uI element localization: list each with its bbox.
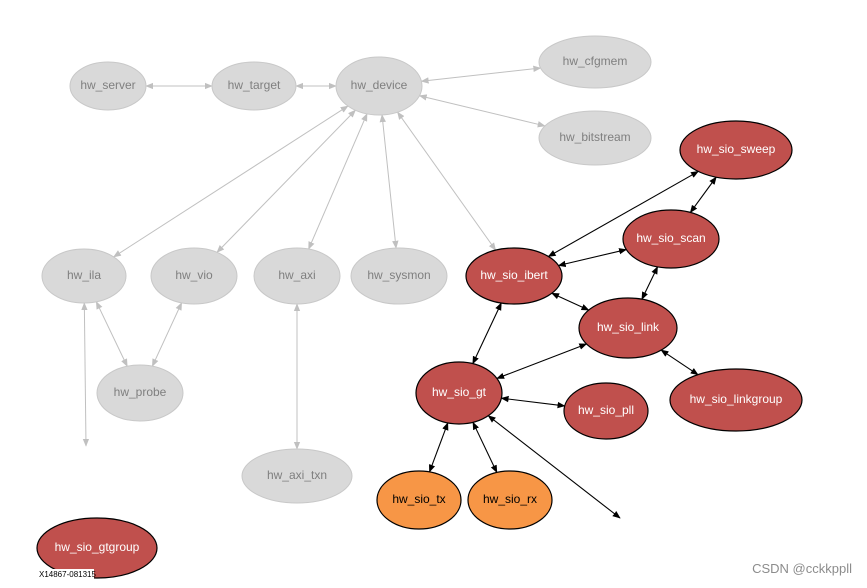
node-label: hw_probe — [114, 385, 167, 399]
node-label: hw_sio_linkgroup — [690, 392, 783, 406]
node-shape — [69, 61, 147, 111]
edge-hw-device-to-hw-cfgmem — [420, 65, 542, 84]
edge-hw-sio-ibert-to-hw-sio-gt — [472, 302, 502, 365]
nodes-layer: hw_server hw_target hw_device hw_cfgmem hw_b… — [36, 35, 803, 579]
edges-layer — [81, 65, 717, 519]
node-label: hw_axi — [278, 268, 315, 282]
node-shape — [211, 61, 297, 111]
node-hw-sio-linkgroup: hw_sio_linkgroup — [669, 368, 803, 432]
edge-hw-sio-ibert-to-hw-sio-scan — [557, 248, 628, 267]
node-shape — [622, 209, 720, 269]
node-label: hw_sio_sweep — [697, 142, 776, 156]
edge-hw-sio-link-to-hw-sio-linkgroup — [660, 349, 699, 376]
node-shape — [669, 368, 803, 432]
node-hw-sio-rx: hw_sio_rx — [467, 470, 553, 530]
node-shape — [241, 448, 353, 504]
node-hw-sio-pll: hw_sio_pll — [563, 382, 649, 440]
node-hw-sio-tx: hw_sio_tx — [376, 470, 462, 530]
node-hw-sio-gt: hw_sio_gt — [415, 361, 503, 425]
node-hw-sio-sweep: hw_sio_sweep — [679, 120, 793, 180]
edge-hw-sio-ibert-to-hw-sio-link — [551, 292, 590, 311]
edge-hw-sio-scan-to-hw-sio-link — [641, 266, 659, 300]
edge-hw-device-to-hw-axi — [308, 113, 368, 250]
node-shape — [150, 247, 238, 305]
node-label: hw_device — [351, 78, 408, 92]
node-label: hw_sio_link — [597, 320, 660, 334]
node-label: hw_sio_rx — [483, 492, 537, 506]
edge-hw-ila-to-hw-probe — [95, 301, 128, 367]
node-shape — [415, 361, 503, 425]
node-shape — [350, 247, 448, 305]
node-hw-device: hw_device — [335, 56, 423, 116]
edge-hw-sio-sweep-to-hw-sio-scan — [689, 176, 717, 214]
edge-hw-device-to-hw-sysmon — [379, 114, 399, 249]
edge-hw-device-to-hw-bitstream — [418, 94, 546, 128]
node-label: hw_target — [228, 78, 281, 92]
node-shape — [538, 110, 652, 166]
node-hw-axi-txn: hw_axi_txn — [241, 448, 353, 504]
edge-hw-sio-gt-to-gt-stub — [487, 415, 621, 519]
edge-hw-sio-gt-to-hw-sio-tx — [428, 422, 449, 473]
figure-code-bg — [37, 569, 94, 579]
edge-hw-ila-to-ila-stub — [81, 302, 90, 447]
node-hw-sio-link: hw_sio_link — [578, 297, 678, 359]
node-shape — [538, 35, 652, 89]
node-label: hw_sysmon — [367, 268, 430, 282]
node-hw-axi: hw_axi — [253, 247, 341, 305]
edge-hw-device-to-hw-vio — [216, 109, 356, 253]
edge-hw-device-to-hw-ila — [112, 105, 349, 258]
node-shape — [376, 470, 462, 530]
node-label: hw_sio_scan — [636, 231, 705, 245]
edge-hw-sio-gt-to-hw-sio-rx — [472, 421, 498, 474]
node-hw-target: hw_target — [211, 61, 297, 111]
node-shape — [335, 56, 423, 116]
node-hw-sio-scan: hw_sio_scan — [622, 209, 720, 269]
node-hw-probe: hw_probe — [96, 364, 184, 422]
edge-hw-sio-gt-to-hw-sio-pll — [500, 395, 566, 409]
edge-hw-vio-to-hw-probe — [151, 302, 183, 367]
node-label: hw_sio_gtgroup — [55, 540, 140, 554]
node-label: hw_cfgmem — [563, 54, 628, 68]
node-hw-sio-ibert: hw_sio_ibert — [465, 247, 563, 305]
node-label: hw_ila — [67, 268, 101, 282]
node-hw-bitstream: hw_bitstream — [538, 110, 652, 166]
node-label: hw_sio_ibert — [480, 268, 548, 282]
node-shape — [41, 248, 127, 304]
node-label: hw_bitstream — [559, 130, 630, 144]
edge-hw-device-to-hw-sio-ibert — [397, 111, 497, 251]
edge-hw-sio-ibert-to-hw-sio-sweep — [547, 170, 699, 257]
node-label: hw_sio_gt — [432, 385, 487, 399]
node-hw-cfgmem: hw_cfgmem — [538, 35, 652, 89]
figure-code: X14867-081315 — [39, 570, 96, 579]
node-label: hw_sio_pll — [578, 403, 634, 417]
node-label: hw_axi_txn — [267, 468, 327, 482]
node-shape — [465, 247, 563, 305]
node-hw-server: hw_server — [69, 61, 147, 111]
node-shape — [253, 247, 341, 305]
node-shape — [563, 382, 649, 440]
node-shape — [467, 470, 553, 530]
node-label: hw_sio_tx — [392, 492, 445, 506]
node-shape — [679, 120, 793, 180]
watermark: CSDN @cckkppll — [752, 561, 852, 576]
node-hw-sio-gtgroup: hw_sio_gtgroup — [36, 517, 158, 579]
node-shape — [36, 517, 158, 579]
node-label: hw_vio — [175, 268, 213, 282]
node-hw-sysmon: hw_sysmon — [350, 247, 448, 305]
node-shape — [96, 364, 184, 422]
edge-hw-sio-link-to-hw-sio-gt — [496, 343, 588, 379]
node-hw-vio: hw_vio — [150, 247, 238, 305]
node-hw-ila: hw_ila — [41, 248, 127, 304]
node-label: hw_server — [80, 78, 135, 92]
node-shape — [578, 297, 678, 359]
